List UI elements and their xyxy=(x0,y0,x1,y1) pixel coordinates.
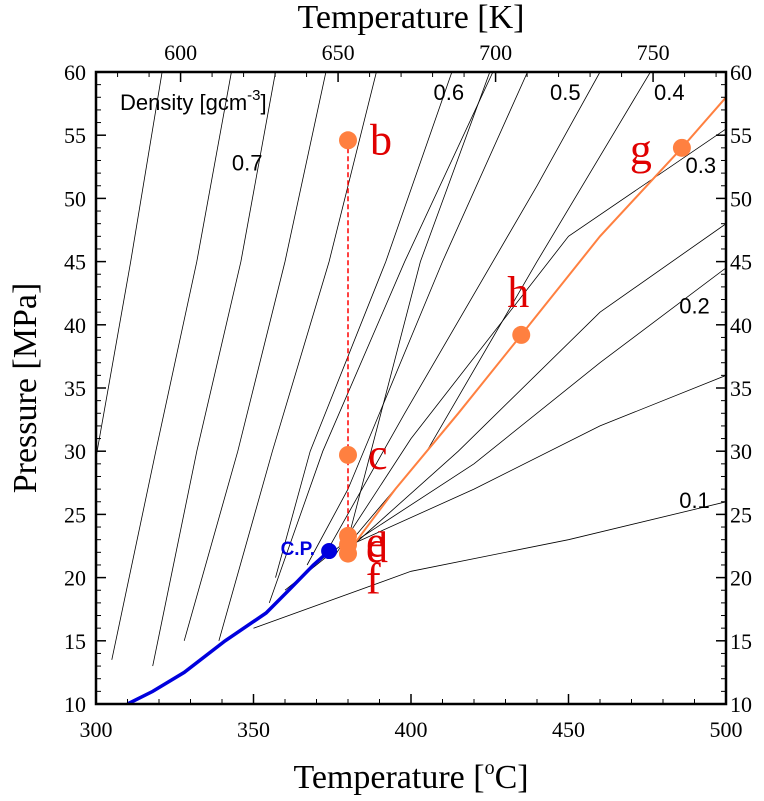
y-tick-label-right: 55 xyxy=(730,123,752,148)
y-tick-label-left: 25 xyxy=(64,502,86,527)
density-title-close: ] xyxy=(261,90,267,115)
critical-point-label: C.P. xyxy=(281,539,316,560)
top-tick-label: 600 xyxy=(164,40,197,65)
top-tick-label: 650 xyxy=(322,40,355,65)
density-label-0.2: 0.2 xyxy=(679,293,710,318)
state-points xyxy=(321,131,691,563)
degree-superscript: o xyxy=(485,757,495,779)
state-point-h xyxy=(512,325,531,344)
density-label-0.3: 0.3 xyxy=(686,153,717,178)
isochore-line xyxy=(152,72,276,667)
x-tick-label: 350 xyxy=(237,717,270,742)
isochore-line xyxy=(96,72,163,458)
y-tick-label-right: 25 xyxy=(730,502,752,527)
isochore-line xyxy=(347,223,726,551)
y-axis-title: Pressure [MPa] xyxy=(7,283,44,494)
state-point-label-f: f xyxy=(366,555,381,604)
axes xyxy=(94,70,728,706)
density-label-0.4: 0.4 xyxy=(654,80,685,105)
isochore-line xyxy=(284,72,491,591)
x-tick-label: 450 xyxy=(552,717,585,742)
x-tick-label: 400 xyxy=(395,717,428,742)
density-exponent: -3 xyxy=(247,87,260,104)
density-label-0.6: 0.6 xyxy=(434,80,465,105)
isochore-line-0.5 xyxy=(275,72,453,578)
density-label-0.5: 0.5 xyxy=(550,80,581,105)
isochore-line xyxy=(322,72,601,559)
x-axis-title-unit: C] xyxy=(495,759,529,796)
critical-point-marker xyxy=(321,543,338,560)
process-paths xyxy=(126,96,726,704)
isochore-line xyxy=(218,72,377,641)
density-label-0.7: 0.7 xyxy=(232,151,263,176)
y-tick-label-right: 35 xyxy=(730,376,752,401)
isochore-line xyxy=(347,375,726,547)
x-tick-label: 500 xyxy=(710,717,743,742)
density-legend-title: Density [gcm-3] xyxy=(120,87,267,115)
state-point-label-g: g xyxy=(630,125,652,174)
top-tick-label: 750 xyxy=(637,40,670,65)
state-point-label-h: h xyxy=(507,268,529,317)
y-tick-label-right: 15 xyxy=(730,629,752,654)
y-tick-label-left: 60 xyxy=(64,60,86,85)
top-axis-title: Temperature [K] xyxy=(298,0,525,36)
isochore-line xyxy=(335,128,726,556)
y-tick-label-right: 45 xyxy=(730,250,752,275)
y-tick-label-right: 20 xyxy=(730,566,752,591)
y-tick-label-right: 60 xyxy=(730,60,752,85)
state-point-label-c: c xyxy=(368,430,388,479)
y-tick-label-left: 30 xyxy=(64,439,86,464)
isochore-line xyxy=(268,72,494,604)
y-tick-label-right: 40 xyxy=(730,313,752,338)
isochore-line-0.6 xyxy=(183,72,327,641)
x-tick-label: 300 xyxy=(80,717,113,742)
state-point-f xyxy=(339,544,357,563)
isochore-line-0.1 xyxy=(253,501,726,629)
top-tick-label: 700 xyxy=(479,40,512,65)
state-point-c xyxy=(339,445,357,464)
isochore-line-0.3 xyxy=(341,72,651,553)
x-axis-title: Temperature [oC] xyxy=(293,757,528,796)
state-point-label-b: b xyxy=(370,115,392,164)
y-tick-label-left: 45 xyxy=(64,250,86,275)
y-tick-label-left: 15 xyxy=(64,629,86,654)
state-point-label-d: d xyxy=(366,523,388,572)
y-tick-label-right: 50 xyxy=(730,186,752,211)
density-label-0.1: 0.1 xyxy=(679,488,710,513)
state-point-g xyxy=(672,138,691,157)
orange-path-line xyxy=(347,96,726,553)
isochore-lines xyxy=(96,72,726,667)
axis-ticks xyxy=(95,71,727,705)
y-tick-label-left: 10 xyxy=(64,692,86,717)
y-tick-label-right: 10 xyxy=(730,692,752,717)
y-tick-label-right: 30 xyxy=(730,439,752,464)
saturation-curve-line xyxy=(126,549,331,704)
state-point-label-e: e xyxy=(366,518,386,567)
y-tick-label-left: 50 xyxy=(64,186,86,211)
isochore-line-0.2 xyxy=(347,267,726,547)
state-point-b xyxy=(339,131,357,150)
y-tick-label-left: 20 xyxy=(64,566,86,591)
chart-labels: Temperature [K] Temperature [oC] Pressur… xyxy=(7,0,752,796)
y-tick-label-left: 55 xyxy=(64,123,86,148)
isochore-line-0.4 xyxy=(306,72,528,566)
y-tick-label-left: 40 xyxy=(64,313,86,338)
isochore-line-0.7 xyxy=(111,72,232,660)
y-tick-label-left: 35 xyxy=(64,376,86,401)
